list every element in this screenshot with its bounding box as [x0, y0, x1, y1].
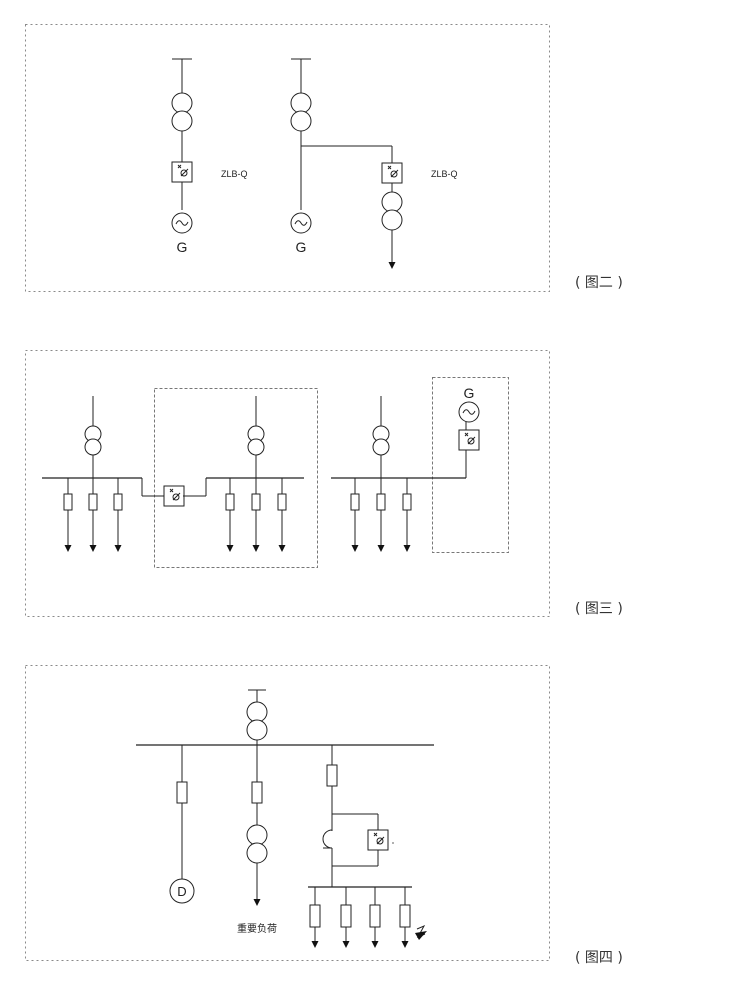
figure-4-frame	[25, 665, 550, 961]
transformer-symbol	[246, 824, 268, 864]
fuse-symbol	[251, 493, 261, 511]
fuse-symbol	[309, 904, 321, 928]
fig2-right-branch	[290, 58, 403, 269]
fuse-symbol	[225, 493, 235, 511]
fuse-symbol	[340, 904, 352, 928]
fig4-important-load-feeder: 重要负荷	[237, 745, 277, 935]
fuse-symbol	[113, 493, 123, 511]
fig4-incoming	[246, 689, 268, 745]
switch-device-symbol	[458, 429, 480, 451]
fig3-feeder-middle	[206, 396, 304, 552]
figure-3: G ( 图三 )	[25, 350, 623, 617]
surge-arrow-icon	[415, 931, 427, 940]
switch-contact-symbol	[322, 829, 333, 849]
figure-2: ZLB-Q ZLB-Q G G ( 图二 )	[25, 24, 623, 292]
fuse-symbol	[350, 493, 360, 511]
transformer-symbol	[246, 701, 268, 741]
figure-3-frame	[25, 350, 550, 617]
load-arrow	[388, 262, 396, 269]
fuse-symbol	[277, 493, 287, 511]
transformer-symbol	[171, 92, 193, 132]
fig2-left-branch	[171, 58, 193, 234]
figure-caption: ( 图四 )	[575, 950, 623, 966]
fig4-bypass-feeder	[308, 745, 427, 948]
load-arrow	[401, 941, 409, 948]
fuse-symbol	[326, 764, 338, 787]
motor-label: D	[177, 884, 186, 899]
figure-caption: ( 图二 )	[575, 275, 623, 291]
important-load-label: 重要负荷	[237, 922, 277, 935]
switch-device-symbol	[367, 829, 389, 851]
fig4-motor-feeder: D	[169, 745, 195, 904]
fuse-symbol	[251, 781, 263, 804]
device-label: ZLB-Q	[431, 169, 458, 179]
load-arrow	[377, 545, 385, 552]
motor-symbol	[169, 878, 195, 904]
fuse-symbol	[176, 781, 188, 804]
load-arrow	[351, 545, 359, 552]
zlb-device-symbol	[381, 162, 403, 184]
figure-2-frame	[25, 24, 550, 292]
fig3-dashed-box-left	[154, 388, 318, 568]
generator-symbol	[458, 401, 480, 423]
zlb-device-symbol	[171, 161, 193, 183]
transformer-symbol	[290, 92, 312, 132]
load-arrow	[114, 545, 122, 552]
switch-device-symbol	[163, 485, 185, 507]
transformer-symbol	[84, 425, 102, 456]
figure-4: D 重要负荷	[25, 665, 623, 966]
transformer-symbol	[381, 191, 403, 231]
generator-symbol	[290, 212, 312, 234]
fuse-symbol	[63, 493, 73, 511]
fuse-symbol	[399, 904, 411, 928]
load-arrow	[278, 545, 286, 552]
load-arrow	[64, 545, 72, 552]
fig3-generator-branch: G	[458, 385, 480, 478]
fig3-feeder-right	[331, 396, 466, 552]
fig3-feeder-left	[42, 396, 207, 552]
load-arrow	[226, 545, 234, 552]
transformer-symbol	[372, 425, 390, 456]
transformer-symbol	[247, 425, 265, 456]
fuse-symbol	[402, 493, 412, 511]
fuse-symbol	[376, 493, 386, 511]
load-arrow	[311, 941, 319, 948]
generator-symbol	[171, 212, 193, 234]
load-arrow	[371, 941, 379, 948]
fuse-symbol	[369, 904, 381, 928]
generator-label: G	[296, 239, 307, 255]
fuse-symbol	[88, 493, 98, 511]
load-arrow	[89, 545, 97, 552]
load-arrow	[253, 899, 261, 906]
generator-label: G	[464, 385, 475, 401]
figure-caption: ( 图三 )	[575, 601, 623, 617]
fig3-dashed-box-right	[432, 377, 509, 553]
generator-label: G	[177, 239, 188, 255]
load-arrow	[252, 545, 260, 552]
load-arrow	[342, 941, 350, 948]
device-label: ZLB-Q	[221, 169, 248, 179]
load-arrow	[403, 545, 411, 552]
